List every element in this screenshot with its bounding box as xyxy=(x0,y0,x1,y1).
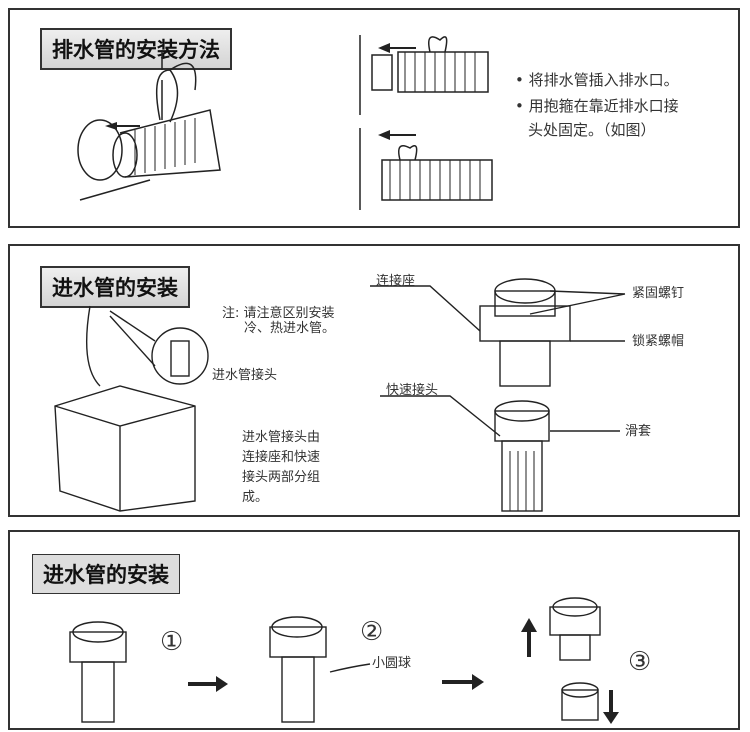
ball-label: 小圆球 xyxy=(372,656,412,671)
step-1-marker: ① xyxy=(160,627,184,657)
section-title: 进水管的安装 xyxy=(40,266,190,308)
steps-illustration xyxy=(69,597,619,724)
instruction-bullet-cont: 头处固定。（如图） xyxy=(528,121,656,139)
instruction-bullet: • 用抱箍在靠近排水口接 xyxy=(515,97,679,115)
section-title: 进水管的安装 xyxy=(32,554,180,594)
inlet-steps-section: 进水管的安装 ① ② ③ 小圆球 xyxy=(8,530,740,730)
connector-label: 进水管接头 xyxy=(212,368,278,383)
drain-hose-illustration xyxy=(77,35,493,210)
inlet-connector-illustration xyxy=(54,278,626,512)
label-nut: 锁紧螺帽 xyxy=(632,334,685,349)
instruction-bullet: • 将排水管插入排水口。 xyxy=(515,71,679,89)
label-quick: 快速接头 xyxy=(386,383,439,398)
inlet-hose-section: 进水管的安装 注: 请注意区别安装冷、热进水管。 进水管接头 进水管接头由连接座… xyxy=(8,244,740,517)
label-base: 连接座 xyxy=(376,274,416,289)
description-text: 进水管接头由连接座和快速接头两部分组成。 xyxy=(242,430,321,505)
label-screw: 紧固螺钉 xyxy=(632,286,685,301)
section-title: 排水管的安装方法 xyxy=(40,28,232,70)
step-2-marker: ② xyxy=(360,617,384,647)
drain-hose-section: 排水管的安装方法 • 将排水管插入排水口。 • 用抱箍在靠近排水口接 头处固定。… xyxy=(8,8,740,228)
step-3-marker: ③ xyxy=(628,647,652,677)
note-text: 注: 请注意区别安装冷、热进水管。 xyxy=(222,306,336,336)
label-sleeve: 滑套 xyxy=(625,424,652,439)
